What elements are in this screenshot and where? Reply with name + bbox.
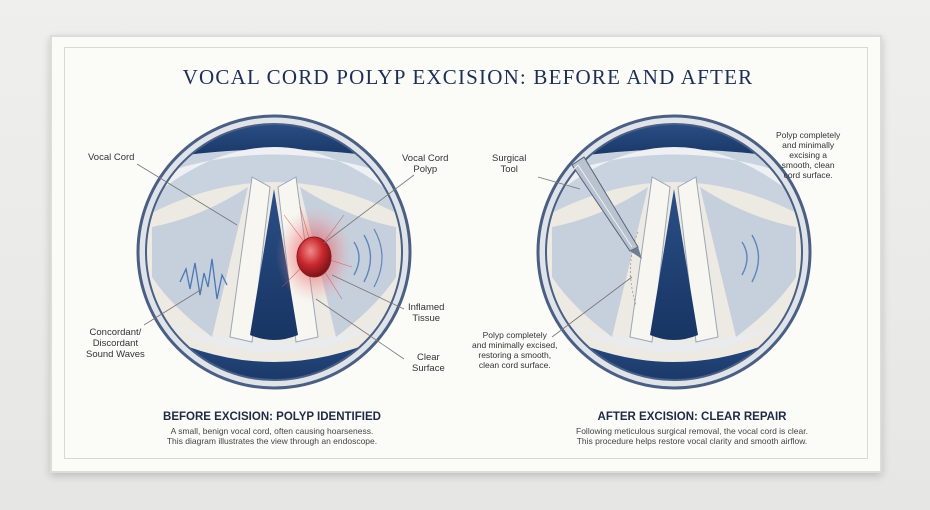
poster-inner-border [64,47,868,459]
label-vocal-cord: Vocal Cord [88,152,135,163]
surgical-tool-icon [571,156,642,259]
poster-title: VOCAL CORD POLYP EXCISION: BEFORE AND AF… [182,65,754,89]
after-caption-title: AFTER EXCISION: CLEAR REPAIR [597,411,787,423]
after-caption-line-1: Following meticulous surgical removal, t… [576,426,808,436]
diagram-artwork [136,114,812,390]
before-caption-line-1: A small, benign vocal cord, often causin… [170,426,374,436]
before-caption-title: BEFORE EXCISION: POLYP IDENTIFIED [163,411,381,423]
poster-frame: VOCAL CORD POLYP EXCISION: BEFORE AND AF… [50,35,882,473]
before-caption-line-2: This diagram illustrates the view throug… [166,436,378,446]
before-endoscope-view [136,114,412,390]
after-leader-lines [537,176,633,338]
before-leader-lines [136,163,415,360]
after-endoscope-view [536,114,812,390]
after-caption-line-2: This procedure helps restore vocal clari… [576,436,808,446]
